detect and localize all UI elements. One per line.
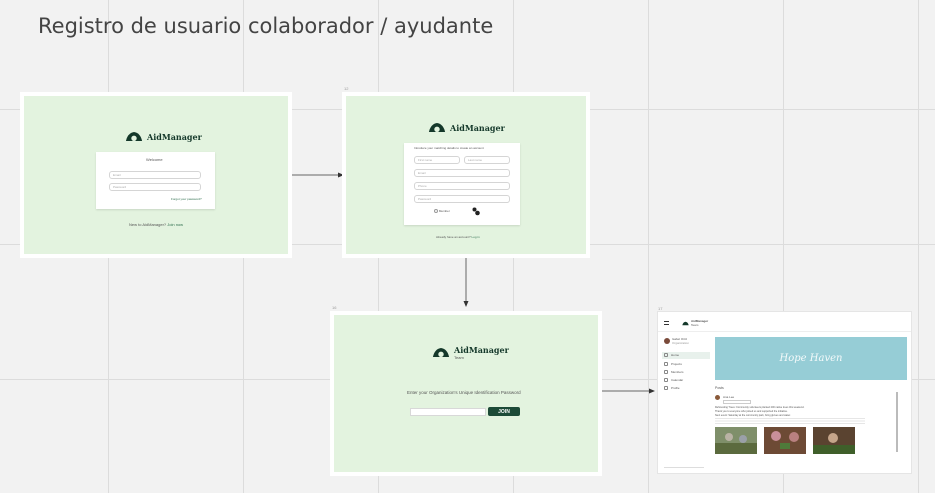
- join-button[interactable]: JOIN: [488, 407, 520, 416]
- avatar: [664, 338, 670, 344]
- login-screen: AidManager Welcome Email Password Forgot…: [24, 96, 288, 254]
- cursor-icon: [472, 207, 480, 216]
- post-line-1: Reforesting Trees: Community volunteers …: [715, 406, 805, 409]
- member-option[interactable]: Member: [434, 209, 450, 214]
- register-screen: AidManager Introduce your matching detai…: [346, 96, 586, 254]
- posts-section-title: Posts: [715, 386, 724, 390]
- users-icon: [664, 370, 668, 374]
- aidmanager-logo-icon: [682, 321, 689, 325]
- register-frame-label: 12: [344, 86, 349, 91]
- register-heading: Introduce your matching details to creat…: [414, 146, 484, 150]
- nav-item-members[interactable]: Members: [664, 370, 684, 374]
- connector-register-to-join: [463, 258, 469, 307]
- aidmanager-logo-icon: [432, 348, 450, 357]
- post-line-3: Next event: Saturday at the community pa…: [715, 414, 791, 417]
- folder-icon: [664, 362, 668, 366]
- dashboard-logo: AidManager Team: [682, 319, 708, 327]
- join-frame[interactable]: 16 AidManager Team Enter your Organizati…: [330, 305, 602, 476]
- login-logo: AidManager: [125, 131, 202, 142]
- aidmanager-logo-icon: [125, 132, 143, 141]
- post-author-badge: [723, 400, 751, 404]
- top-divider: [658, 331, 911, 332]
- profile-icon: [664, 386, 668, 390]
- board-title: Registro de usuario colaborador / ayudan…: [38, 14, 494, 38]
- join-logo: AidManager Team: [432, 345, 509, 360]
- post-photo-3: [813, 427, 855, 454]
- dashboard-frame[interactable]: 17 AidManager Team Isabel Ortiz Organiza…: [657, 306, 912, 474]
- brand-name: AidManager: [454, 345, 509, 355]
- password-field[interactable]: Password: [414, 195, 510, 203]
- email-field[interactable]: Email: [414, 169, 510, 177]
- hamburger-menu-icon[interactable]: [664, 321, 669, 325]
- forgot-password-link[interactable]: Forgot your password?: [171, 197, 202, 201]
- register-footer-prefix: Already have an account?: [436, 235, 471, 239]
- post-photo-2: [764, 427, 806, 454]
- login-link[interactable]: Log in: [471, 235, 480, 239]
- nav-active-highlight: [662, 352, 710, 359]
- join-frame-label: 16: [332, 305, 337, 310]
- nav-label-calendar: Calendar: [671, 378, 684, 382]
- post-author: Ana Lee: [723, 395, 735, 399]
- nav-label-home: Home: [671, 353, 680, 357]
- user-name: Isabel Ortiz: [672, 337, 688, 341]
- login-frame[interactable]: AidManager Welcome Email Password Forgot…: [20, 92, 292, 258]
- sidebar-bottom-line: [664, 467, 704, 468]
- nav-item-projects[interactable]: Projects: [664, 362, 682, 366]
- register-card: Introduce your matching details to creat…: [404, 143, 520, 225]
- join-screen: AidManager Team Enter your Organization'…: [334, 315, 598, 472]
- welcome-heading: Welcome: [146, 157, 163, 162]
- nav-label-projects: Projects: [671, 362, 682, 366]
- nav-label-profile: Profile: [671, 386, 680, 390]
- join-now-link[interactable]: Join now: [167, 222, 184, 227]
- post-photo-1: [715, 427, 757, 454]
- login-footer-prefix: New to AidManager?: [129, 222, 167, 227]
- posts-scrollbar[interactable]: [896, 392, 898, 452]
- radio-icon: [434, 209, 438, 214]
- register-footer: Already have an account? Log in: [436, 235, 480, 239]
- nav-item-calendar[interactable]: Calendar: [664, 378, 683, 382]
- member-option-label: Member: [438, 209, 450, 213]
- brand-name: AidManager: [147, 131, 202, 142]
- dashboard-team: Team: [691, 323, 699, 327]
- email-field[interactable]: Email: [109, 171, 201, 179]
- first-name-field[interactable]: First name: [414, 156, 460, 164]
- dashboard-brand: AidManager: [691, 319, 709, 323]
- login-card: Welcome Email Password Forgot your passw…: [96, 152, 215, 209]
- home-icon: [664, 353, 668, 357]
- organization-password-input[interactable]: [410, 408, 486, 416]
- register-logo: AidManager: [428, 122, 505, 133]
- join-prompt: Enter your Organization's Unique Identif…: [407, 390, 521, 395]
- register-frame[interactable]: 12 AidManager Introduce your matching de…: [342, 86, 590, 258]
- phone-field[interactable]: Phone: [414, 182, 510, 190]
- post-author-avatar: [715, 395, 720, 400]
- post-line-2: Thank you to everyone who joined us and …: [715, 410, 788, 413]
- team-label: Team: [454, 355, 464, 360]
- hero-banner-text: Hope Haven: [779, 353, 843, 364]
- connector-join-to-dashboard: [602, 388, 655, 394]
- last-name-field[interactable]: Last name: [464, 156, 510, 164]
- post-body-text-block: [715, 418, 865, 424]
- dashboard-frame-label: 17: [658, 306, 663, 311]
- login-footer: New to AidManager? Join now: [129, 222, 183, 227]
- brand-name: AidManager: [450, 122, 505, 133]
- aidmanager-logo-icon: [428, 123, 446, 132]
- connector-login-to-register: [292, 172, 344, 178]
- password-field[interactable]: Password: [109, 183, 201, 191]
- user-role: Organization: [672, 341, 690, 345]
- nav-item-profile[interactable]: Profile: [664, 386, 680, 390]
- nav-item-home[interactable]: Home: [664, 353, 679, 357]
- hero-banner: Hope Haven: [715, 337, 907, 380]
- nav-label-members: Members: [671, 370, 684, 374]
- calendar-icon: [664, 378, 668, 382]
